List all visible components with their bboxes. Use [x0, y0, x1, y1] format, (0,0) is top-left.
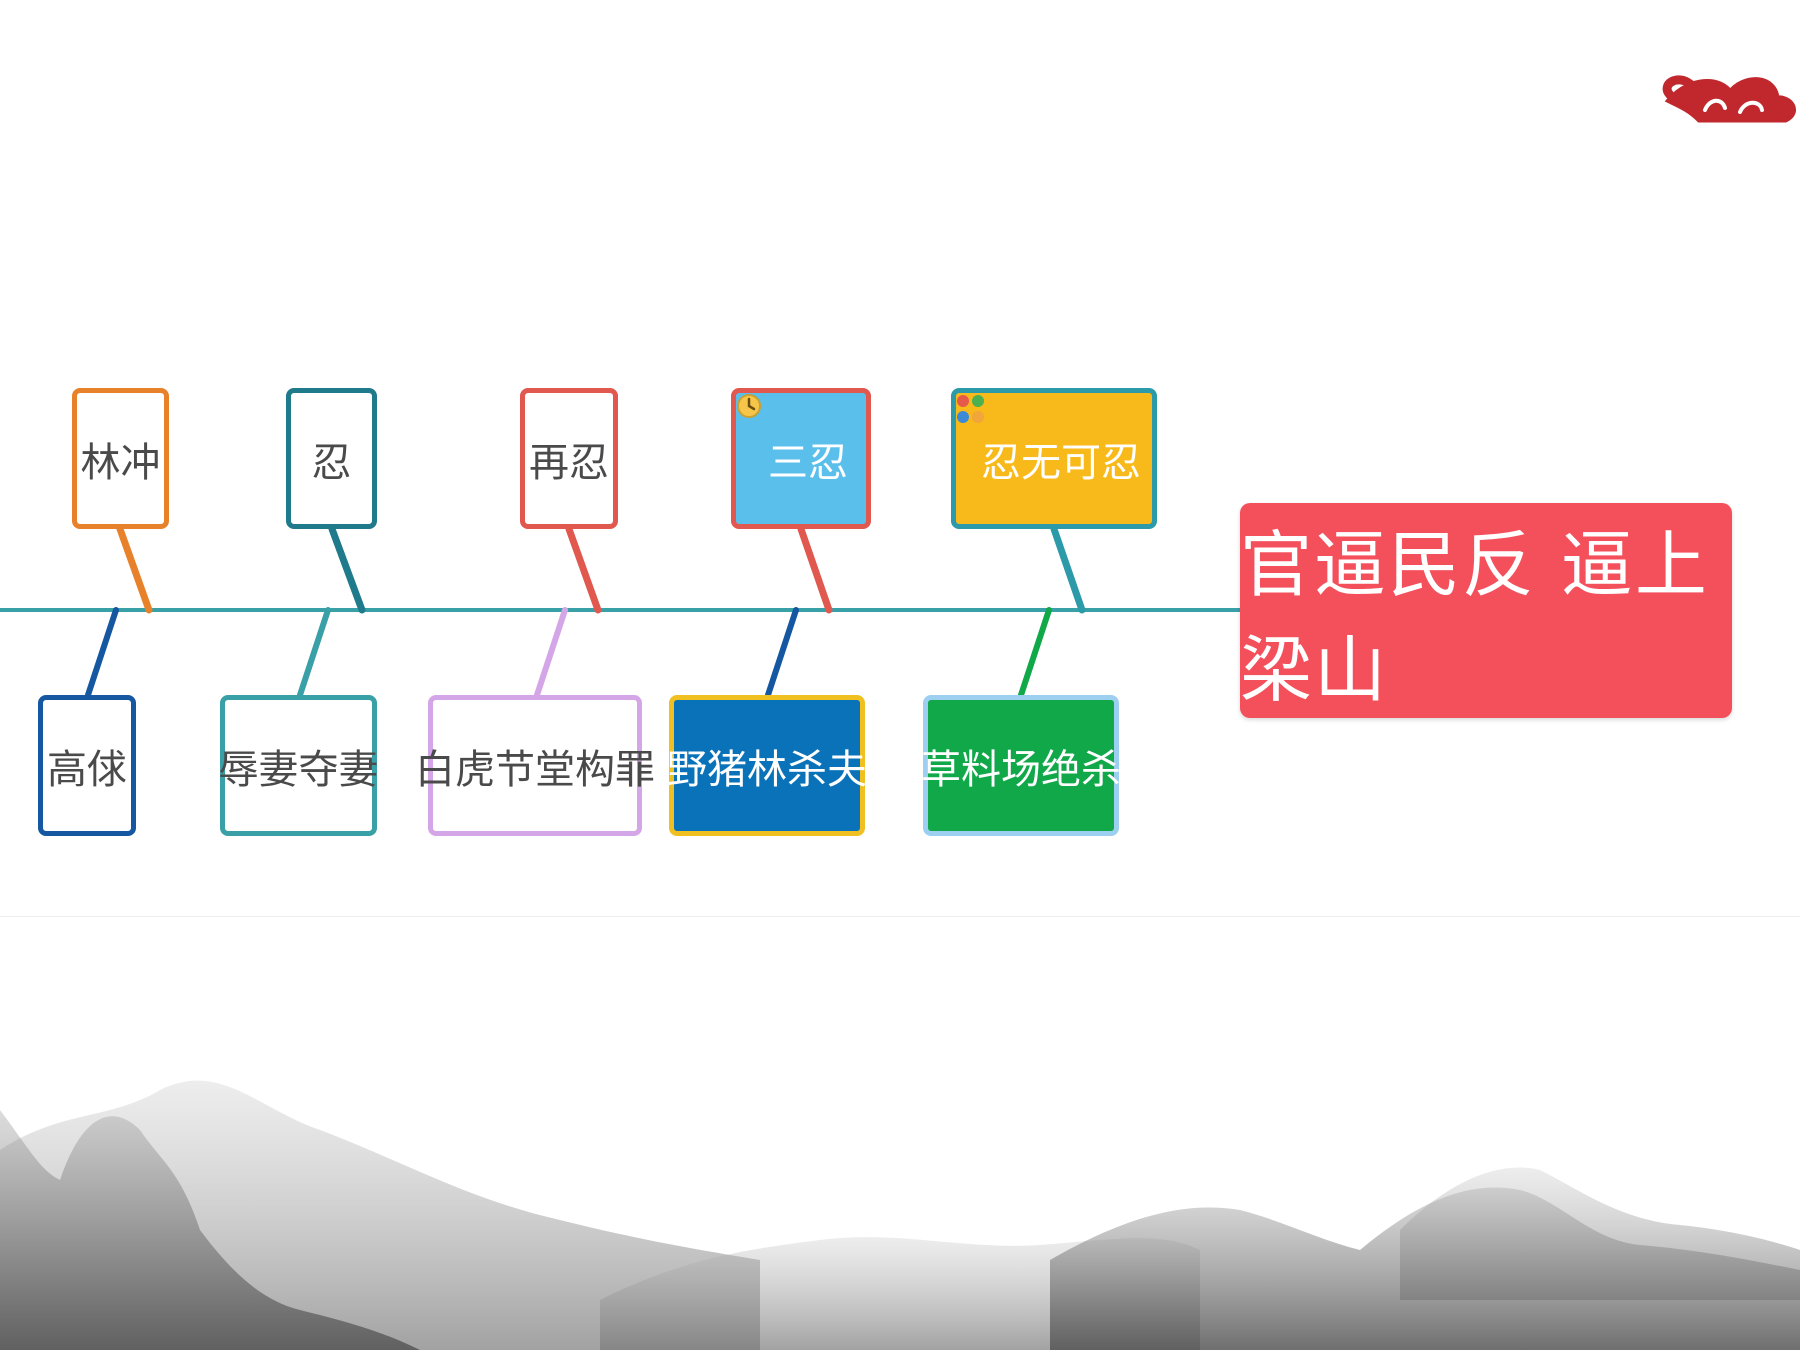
bone-top-2 — [328, 525, 366, 614]
node-label: 高俅 — [47, 746, 127, 793]
fishbone-head: 官逼民反 逼上梁山 — [1240, 503, 1732, 718]
node-bottom-1: 高俅 — [38, 695, 136, 836]
bone-top-4 — [797, 525, 833, 614]
bone-bottom-3 — [534, 607, 568, 698]
node-top-3: 再忍 — [520, 388, 618, 529]
node-label: 忍无可忍 — [981, 439, 1141, 486]
node-label: 辱妻夺妻 — [218, 746, 379, 793]
node-bottom-3: 白虎节堂构罪 — [415, 695, 655, 836]
node-label: 白虎节堂构罪 — [415, 746, 655, 793]
node-label: 三忍 — [768, 439, 848, 486]
node-top-2: 忍 — [286, 388, 377, 529]
node-top-4: 三忍 — [731, 388, 871, 529]
bone-top-5 — [1050, 525, 1086, 614]
node-top-5: 忍无可忍 — [951, 388, 1157, 529]
divider-line — [0, 916, 1800, 917]
node-label: 林冲 — [80, 439, 161, 486]
node-top-1: 林冲 — [72, 388, 169, 529]
node-label: 野猪林杀夫 — [667, 746, 867, 793]
bone-top-1 — [116, 525, 153, 614]
node-label: 再忍 — [529, 439, 609, 486]
node-label: 草料场绝杀 — [921, 746, 1121, 793]
head-label: 官逼民反 逼上梁山 — [1240, 522, 1709, 712]
node-bottom-2: 辱妻夺妻 — [218, 695, 379, 836]
bone-top-3 — [565, 525, 602, 614]
bone-bottom-4 — [765, 607, 799, 698]
node-bottom-4: 野猪林杀夫 — [667, 695, 867, 836]
mountain-right-far — [1400, 1167, 1800, 1300]
mountain-left — [0, 1110, 420, 1350]
node-label: 忍 — [311, 439, 352, 486]
node-bottom-5: 草料场绝杀 — [921, 695, 1121, 836]
bone-bottom-1 — [85, 607, 119, 698]
bone-bottom-2 — [297, 607, 331, 698]
bone-bottom-5 — [1018, 607, 1052, 698]
